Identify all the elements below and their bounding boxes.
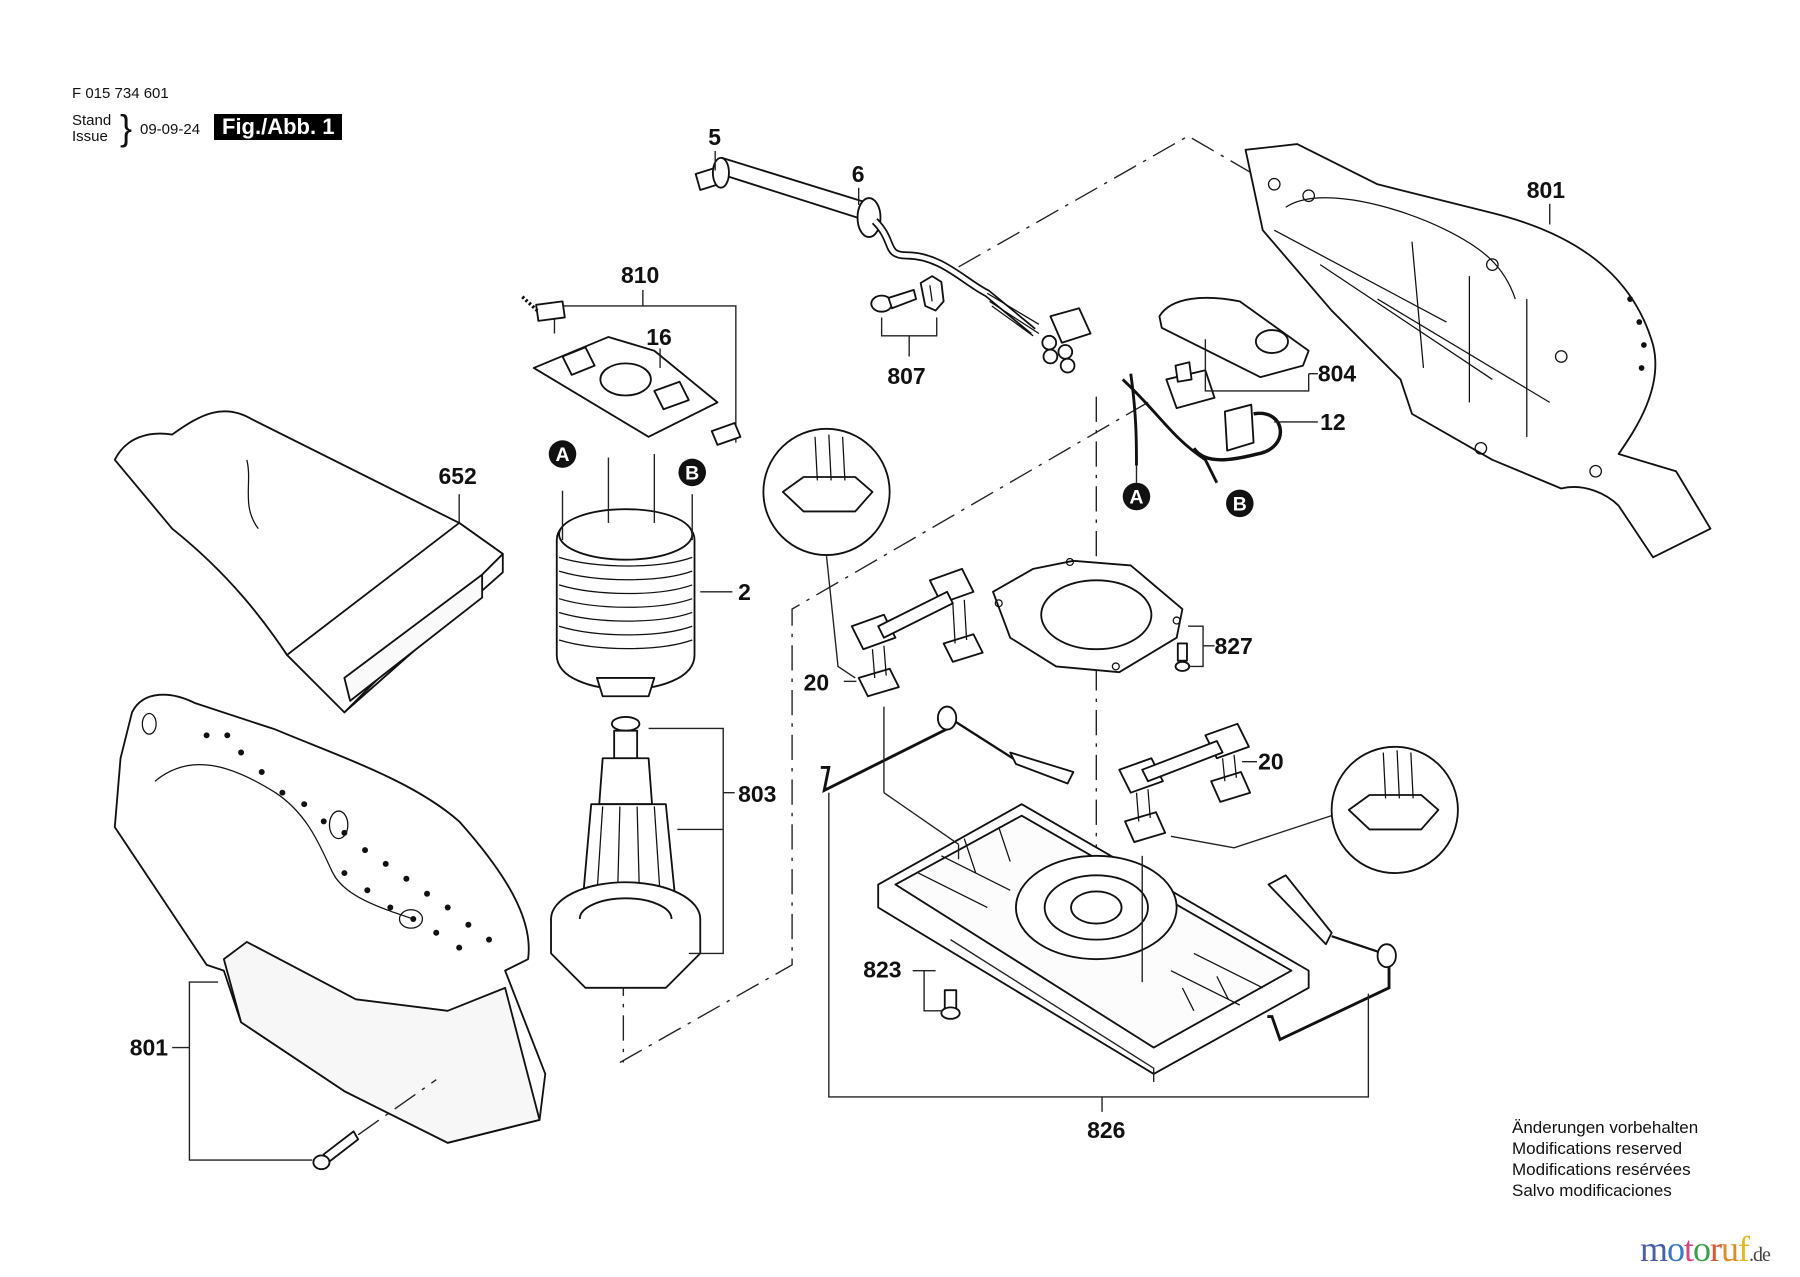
callout-804: 804 — [1318, 361, 1357, 387]
watermark-letter: r — [1710, 1229, 1722, 1269]
watermark-letter: u — [1721, 1229, 1739, 1269]
callout-807: 807 — [887, 363, 925, 389]
document-header: F 015 734 601 Stand Issue } 09-09-24 Fig… — [72, 85, 343, 146]
callout-827: 827 — [1215, 633, 1253, 659]
stand-label: Stand — [72, 112, 112, 129]
gasket-plate-part[interactable] — [992, 557, 1215, 674]
cord-clamp-part[interactable] — [870, 275, 945, 357]
callout-20-right: 20 — [1258, 749, 1284, 775]
modifications-notice: Änderungen vorbehalten Modifications res… — [1512, 1117, 1698, 1201]
marker-a-switch: A — [1122, 465, 1151, 511]
watermark-letter: m — [1640, 1229, 1668, 1269]
issue-label: Issue — [72, 128, 108, 145]
screw-823-part[interactable] — [912, 969, 961, 1020]
capacitor-part[interactable] — [1121, 373, 1318, 484]
callout-652: 652 — [439, 463, 477, 489]
callout-803: 803 — [738, 781, 776, 807]
damper-left-part[interactable] — [843, 567, 984, 698]
notice-de: Änderungen vorbehalten — [1512, 1118, 1699, 1137]
damper-right-part[interactable] — [1118, 722, 1258, 843]
watermark-letter: o — [1667, 1229, 1685, 1269]
notice-en: Modifications reserved — [1512, 1139, 1683, 1158]
armature-part[interactable] — [550, 716, 735, 989]
housing-screw-part[interactable] — [312, 1079, 437, 1171]
axis-line-cord-housing — [958, 135, 1252, 268]
notice-es: Salvo modificaciones — [1512, 1181, 1672, 1200]
base-assembly-bracket — [828, 792, 1370, 1112]
spring-right-part[interactable] — [1267, 874, 1397, 1042]
watermark-letter: o — [1693, 1229, 1711, 1269]
issue-date: 09-09-24 — [140, 121, 201, 138]
callout-5: 5 — [708, 124, 721, 150]
callout-16: 16 — [646, 324, 672, 350]
marker-b-motor-label: B — [685, 462, 699, 484]
switch-part[interactable] — [1158, 296, 1318, 410]
document-number: F 015 734 601 — [72, 85, 169, 102]
watermark-letter: t — [1684, 1229, 1694, 1269]
marker-b-switch: B — [1226, 489, 1254, 518]
notice-fr: Modifications resérvées — [1512, 1160, 1691, 1179]
marker-a-motor-label: A — [555, 444, 569, 466]
callout-labels: 5 6 810 16 807 801 804 12 652 2 827 20 2… — [130, 124, 1566, 1143]
callout-801-bottom: 801 — [130, 1035, 169, 1061]
watermark-logo: motoruf.de — [1640, 1228, 1771, 1270]
housing-top-part[interactable] — [1244, 143, 1712, 559]
callout-20-left: 20 — [804, 670, 830, 696]
spring-left-part[interactable] — [820, 705, 1075, 793]
callout-6: 6 — [852, 161, 865, 187]
detail-inset-right — [1170, 745, 1459, 874]
callout-801-top: 801 — [1527, 177, 1566, 203]
marker-a-switch-label: A — [1129, 486, 1143, 508]
detail-inset-left — [762, 427, 891, 679]
base-plate-part[interactable] — [877, 706, 1310, 1082]
watermark-tld: .de — [1749, 1244, 1771, 1266]
marker-b-switch-label: B — [1233, 493, 1247, 515]
callout-2: 2 — [738, 579, 751, 605]
stator-part[interactable] — [555, 454, 733, 698]
marker-a-motor: A — [548, 440, 577, 468]
power-cord-part[interactable] — [694, 156, 1040, 337]
stand-issue-labels: Stand Issue — [72, 113, 111, 145]
dust-bag-part[interactable] — [113, 410, 504, 714]
terminal-block-part[interactable] — [1041, 307, 1092, 374]
figure-label: Fig./Abb. 1 — [214, 114, 343, 140]
housing-bottom-part[interactable] — [113, 693, 547, 1161]
marker-b-motor: B — [678, 458, 706, 487]
brush-holder-part[interactable] — [521, 289, 742, 446]
axis-line-motor-base — [619, 401, 1149, 1064]
watermark-letter: f — [1738, 1229, 1750, 1269]
callout-826: 826 — [1087, 1117, 1125, 1143]
brace-symbol: } — [120, 107, 133, 148]
callout-810: 810 — [621, 262, 659, 288]
callout-12: 12 — [1320, 409, 1346, 435]
callout-823: 823 — [863, 957, 901, 983]
